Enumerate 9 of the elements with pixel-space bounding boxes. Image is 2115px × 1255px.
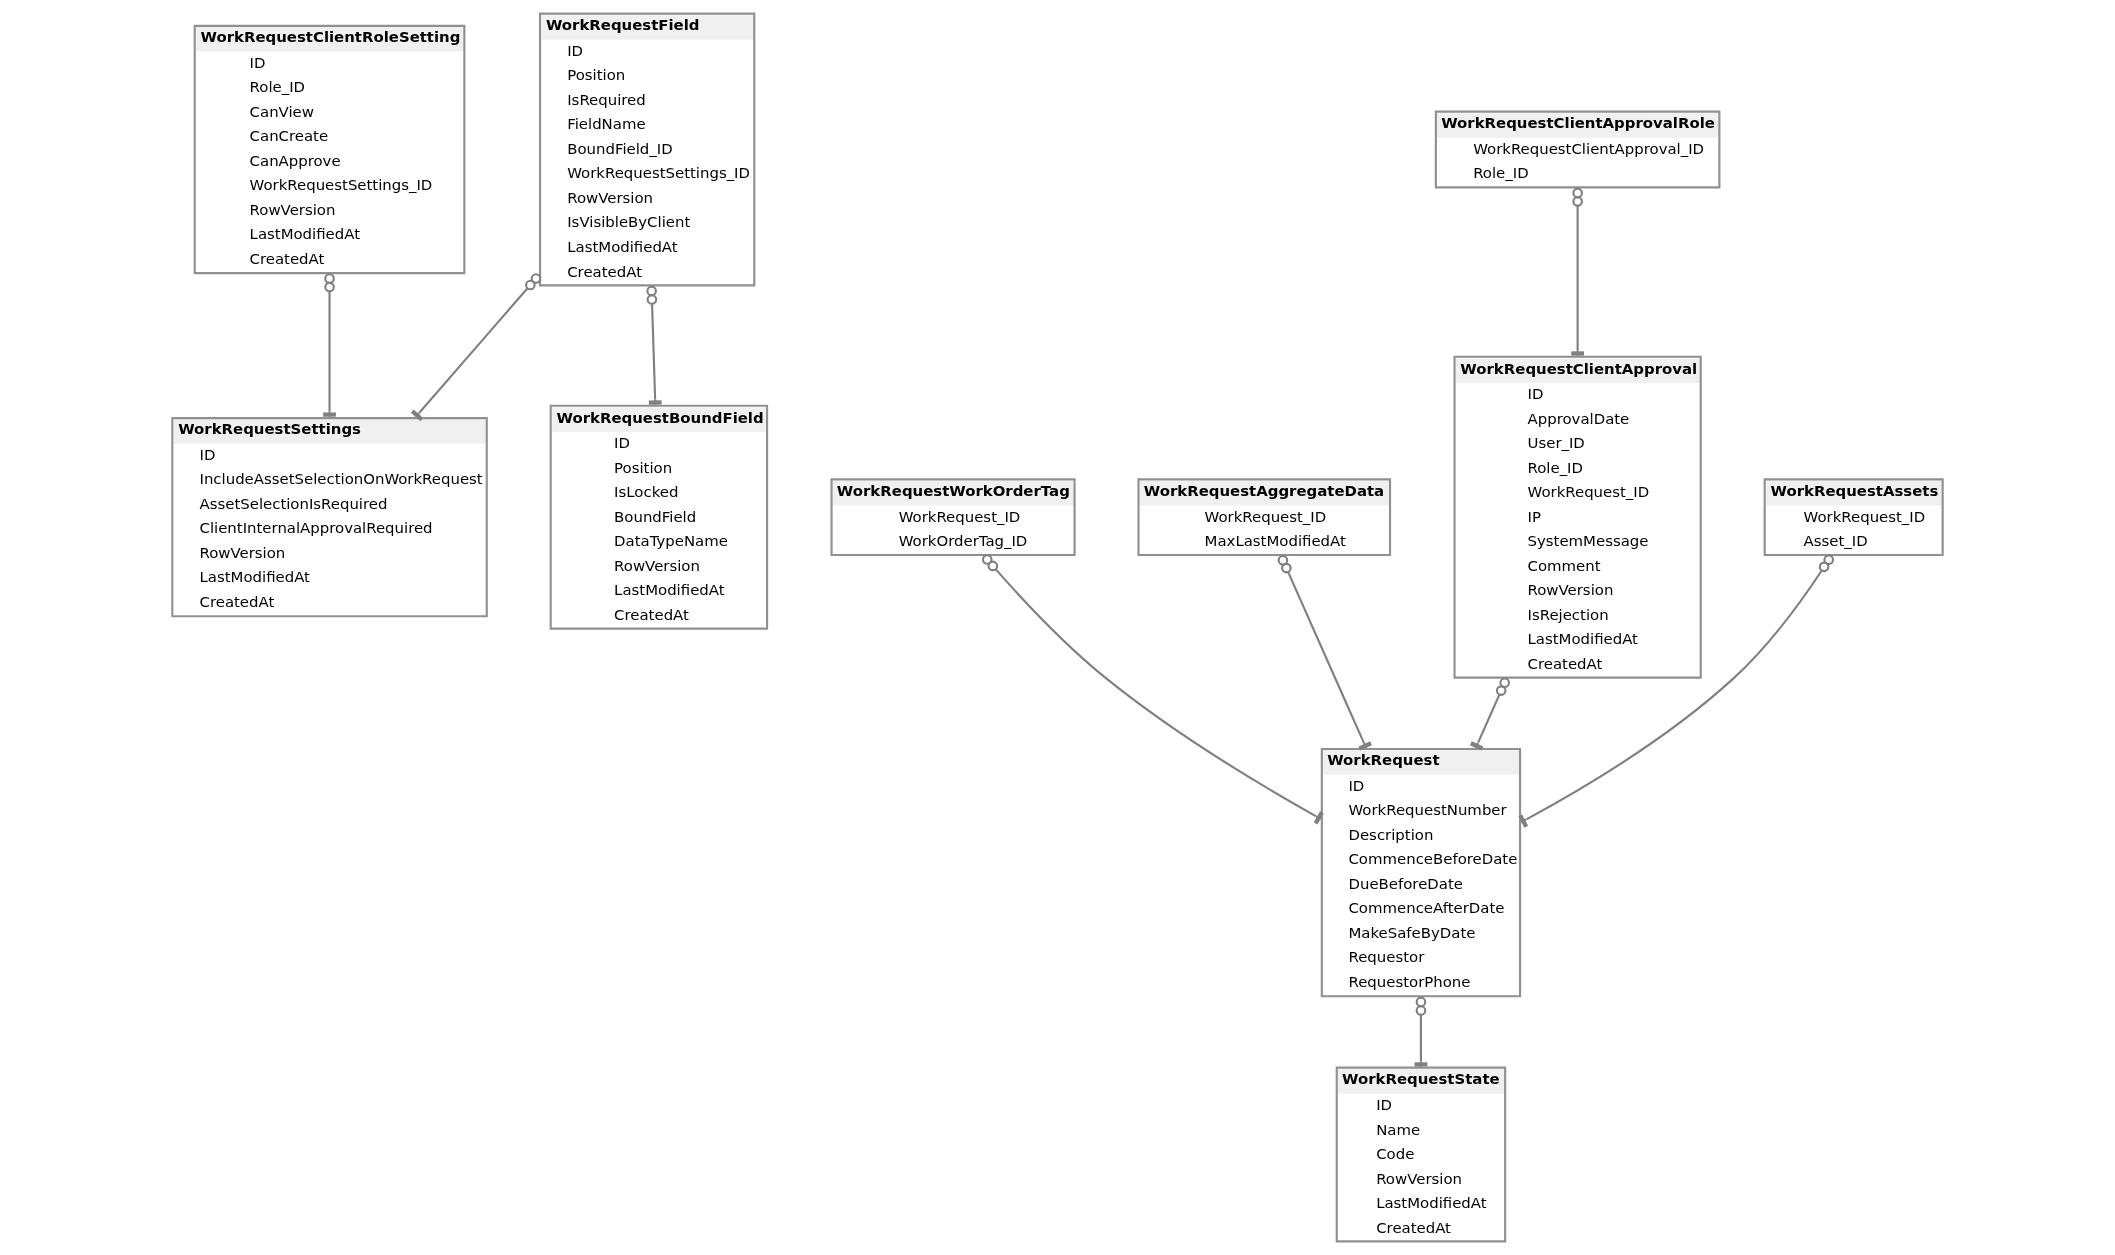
connector: [1277, 554, 1372, 751]
connector: [1571, 187, 1584, 356]
connector: [323, 273, 336, 417]
connector: [1518, 554, 1835, 828]
connector: [981, 554, 1324, 825]
connector: [410, 273, 542, 422]
connector: [646, 285, 662, 405]
connector: [1469, 677, 1510, 751]
connector: [1414, 996, 1428, 1067]
